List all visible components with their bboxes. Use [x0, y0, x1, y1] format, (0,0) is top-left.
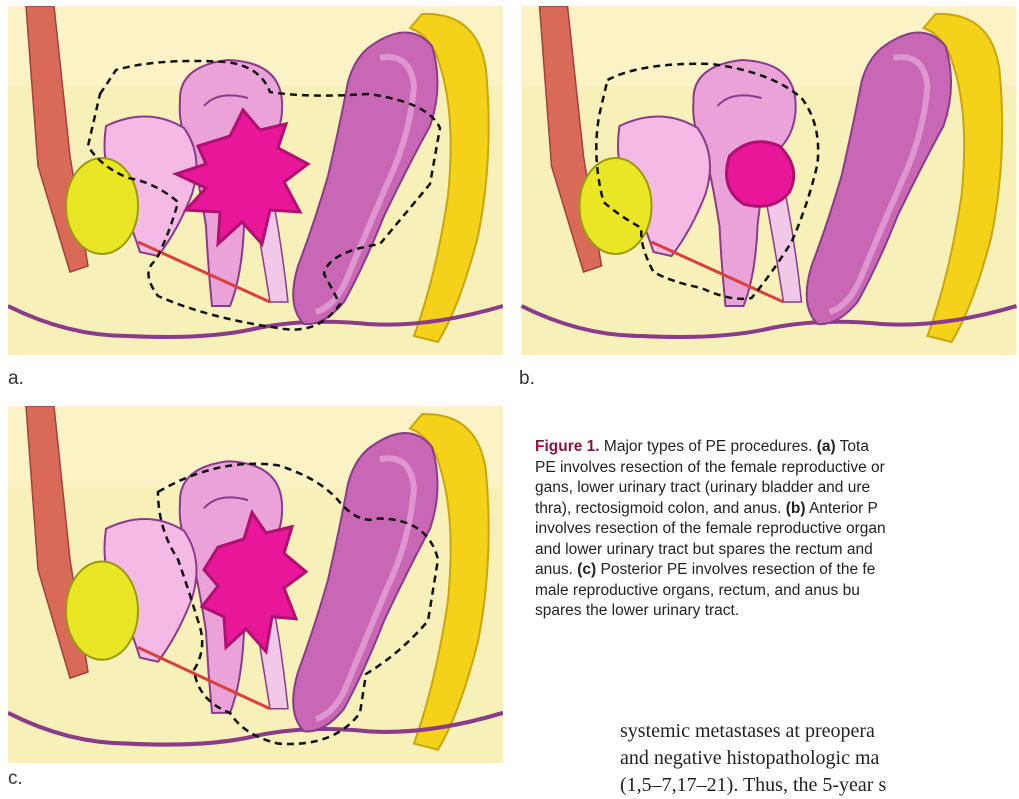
panel-label-b: b.	[519, 368, 535, 390]
caption-line: gans, lower urinary tract (urinary bladd…	[535, 478, 1019, 499]
caption-line: thra), rectosigmoid colon, and anus. (b)…	[535, 499, 1019, 520]
panel-label-c: c.	[8, 768, 23, 790]
figure-panel-b	[519, 6, 1019, 355]
body-text-line: and negative histopathologic ma	[620, 745, 1019, 772]
caption-line: Figure 1. Major types of PE procedures. …	[535, 437, 1019, 458]
pelvis-illustration-c	[8, 406, 503, 763]
body-text-line: systemic metastases at preopera	[620, 718, 1019, 745]
figure-caption: Figure 1. Major types of PE procedures. …	[535, 437, 1019, 622]
caption-line: and lower urinary tract but spares the r…	[535, 540, 1019, 561]
caption-line: spares the lower urinary tract.	[535, 601, 1019, 622]
figure-panel-a	[8, 6, 503, 355]
caption-line: anus. (c) Posterior PE involves resectio…	[535, 560, 1019, 581]
figure-panel-c	[8, 406, 503, 763]
caption-line: involves resection of the female reprodu…	[535, 519, 1019, 540]
pelvis-illustration-a	[8, 6, 503, 355]
pelvis-illustration-b	[519, 6, 1019, 355]
body-text-line: (1,5–7,17–21). Thus, the 5-year s	[620, 772, 1019, 799]
caption-line: PE involves resection of the female repr…	[535, 458, 1019, 479]
tumor-shape	[727, 142, 794, 207]
pubic-bone-shape	[66, 561, 138, 659]
caption-line: male reproductive organs, rectum, and an…	[535, 581, 1019, 602]
figure-number: Figure 1.	[535, 438, 604, 455]
panel-label-a: a.	[8, 368, 24, 390]
pubic-bone-shape	[66, 158, 138, 254]
pubic-bone-shape	[580, 158, 652, 254]
